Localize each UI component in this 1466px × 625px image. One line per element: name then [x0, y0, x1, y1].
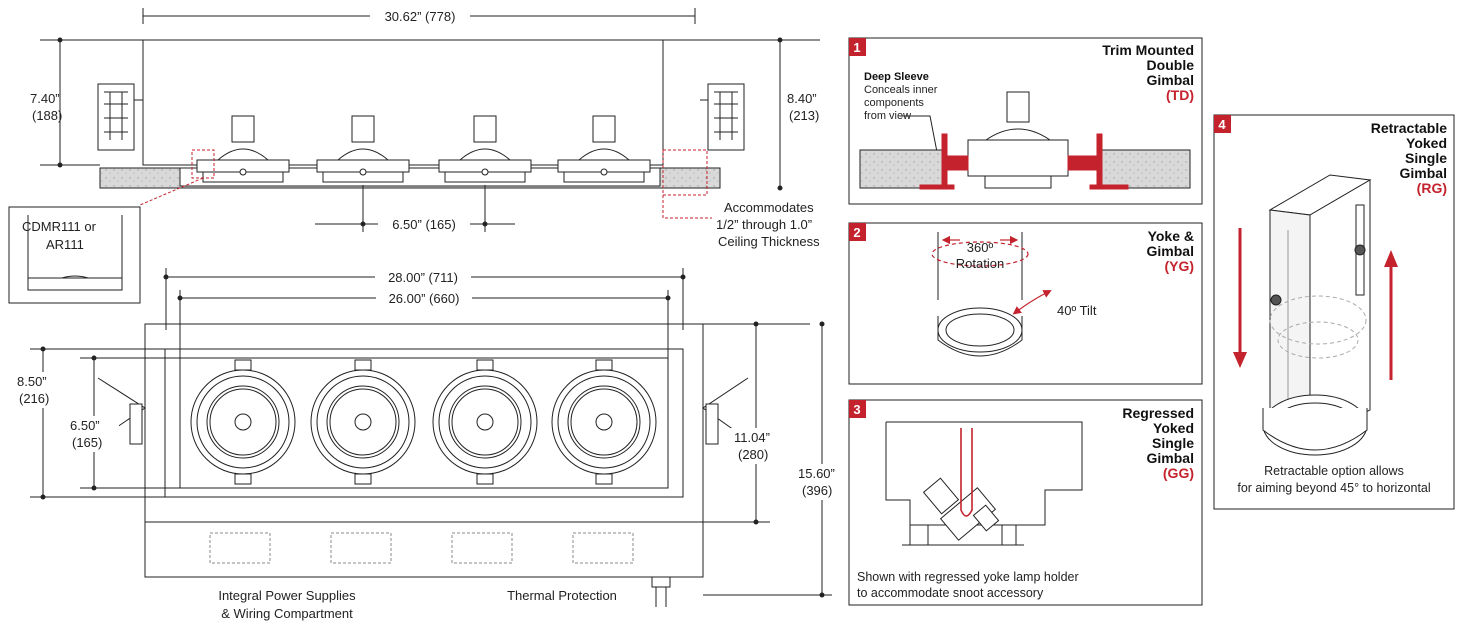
spacing-dimension [315, 185, 515, 232]
trim-depth-in: 11.04” [734, 430, 770, 445]
panel-gg-code: (GG) [1163, 465, 1194, 481]
spacing-label: 6.50” (165) [392, 217, 456, 232]
outer-height-mm: (216) [19, 391, 49, 406]
tilt-label: 40º Tilt [1057, 303, 1097, 318]
panel-yg-code: (YG) [1164, 258, 1194, 274]
panel-gg: 3 Regressed Yoked Single Gimbal (GG) Sho… [848, 399, 1203, 606]
thermal-note: Thermal Protection [507, 588, 617, 603]
dimension-labels: 30.62” (778) 7.40” (188) 8.40” (213) 6.5… [14, 6, 851, 500]
frame-width-label: 28.00” (711) [388, 270, 458, 285]
aperture-width-label: 26.00” (660) [389, 291, 460, 306]
plan-view [30, 268, 832, 607]
panel-gg-title-4: Gimbal [1147, 450, 1194, 466]
panel-td-title-3: Gimbal [1147, 72, 1194, 88]
panel-rg-note-line1: Retractable option allows [1264, 464, 1404, 478]
panel-rg-note-line2: for aiming beyond 45° to horizontal [1237, 481, 1430, 495]
trim-height-mm: (213) [789, 108, 819, 123]
housing-height-in: 7.40” [30, 91, 60, 106]
sleeve-line3: from view [864, 110, 911, 122]
panel-td-title-2: Double [1147, 57, 1195, 73]
rotation-line2: Rotation [956, 256, 1004, 271]
sleeve-line1: Conceals inner [864, 84, 938, 96]
side-lamp-modules [196, 115, 651, 183]
panel-td: 1 Trim Mounted Double Gimbal (TD) Deep S… [848, 37, 1203, 205]
panel-td-code: (TD) [1166, 87, 1194, 103]
panel-rg-title-2: Yoked [1406, 135, 1447, 151]
panel-yg-title-1: Yoke & [1148, 228, 1194, 244]
panel-rg-number: 4 [1218, 117, 1226, 132]
panel-td-number: 1 [853, 40, 860, 55]
total-depth-in: 15.60” [798, 466, 835, 481]
power-note-line1: Integral Power Supplies [218, 588, 356, 603]
lamp-detail-inset [8, 206, 141, 304]
trim-height-in: 8.40” [787, 91, 817, 106]
panel-gg-title-3: Single [1152, 435, 1194, 451]
aperture-height-mm: (165) [72, 435, 102, 450]
lamp-note-line2: AR111 [46, 237, 84, 252]
panel-rg-code: (RG) [1417, 180, 1447, 196]
sleeve-title: Deep Sleeve [864, 71, 929, 83]
ceiling-note-line2: 1/2” through 1.0” [716, 217, 812, 232]
plan-lamp-rings [190, 359, 657, 485]
panel-yg-number: 2 [853, 225, 860, 240]
outer-height-in: 8.50” [17, 374, 47, 389]
rotation-line1: 360º [967, 240, 994, 255]
panel-gg-title-2: Yoked [1153, 420, 1194, 436]
drawing-notes: Accommodates 1/2” through 1.0” Ceiling T… [22, 200, 820, 621]
panel-gg-note-line1: Shown with regressed yoke lamp holder [857, 570, 1079, 584]
overall-width-label: 30.62” (778) [385, 9, 456, 24]
power-note-line2: & Wiring Compartment [221, 606, 353, 621]
panel-gg-title-1: Regressed [1122, 405, 1194, 421]
sleeve-line2: components [864, 97, 924, 109]
panel-gg-note-line2: to accommodate snoot accessory [857, 586, 1044, 600]
panel-rg: 4 Retractable Yoked Single Gimbal (RG) R… [1213, 114, 1455, 510]
ceiling-note-line1: Accommodates [724, 200, 814, 215]
trim-depth-mm: (280) [738, 447, 768, 462]
panel-yg: 2 Yoke & Gimbal (YG) 360º Rotation 40º T… [848, 222, 1203, 385]
panel-gg-number: 3 [853, 402, 860, 417]
housing-height-mm: (188) [32, 108, 62, 123]
lamp-note-line1: CDMR111 or [22, 219, 97, 234]
total-depth-mm: (396) [802, 483, 832, 498]
side-elevation [40, 8, 820, 191]
panel-rg-title-3: Single [1405, 150, 1447, 166]
panel-rg-title-4: Gimbal [1400, 165, 1447, 181]
panel-td-title-1: Trim Mounted [1102, 42, 1194, 58]
ceiling-note-line3: Ceiling Thickness [718, 234, 820, 249]
panel-rg-title-1: Retractable [1371, 120, 1447, 136]
panel-yg-title-2: Gimbal [1147, 243, 1194, 259]
aperture-height-in: 6.50” [70, 418, 100, 433]
